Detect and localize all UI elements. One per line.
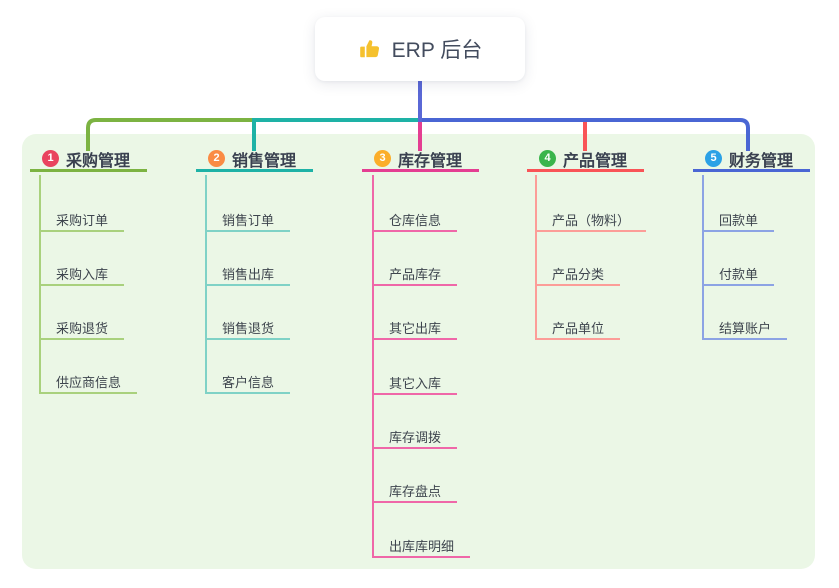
branch-node-inventory[interactable]: 3 库存管理: [362, 148, 479, 172]
child-node-stock-transfer[interactable]: 库存调拨: [372, 425, 458, 449]
child-node-purchase-order[interactable]: 采购订单: [39, 208, 125, 232]
child-node-purchase-inbound[interactable]: 采购入库: [39, 262, 125, 286]
branch-label: 采购管理: [66, 152, 131, 170]
branch-child-rail: [372, 175, 374, 556]
child-node-settlement-account[interactable]: 结算账户: [702, 316, 788, 340]
branch-label: 库存管理: [398, 152, 463, 170]
child-node-other-outbound[interactable]: 其它出库: [372, 316, 458, 340]
branch-label: 产品管理: [563, 152, 628, 170]
branch-child-rail: [205, 175, 207, 392]
child-node-payment-bill[interactable]: 付款单: [702, 262, 775, 286]
branch-node-purchase[interactable]: 1 采购管理: [30, 148, 147, 172]
root-node-label: ERP 后台: [391, 39, 483, 62]
child-node-product-category[interactable]: 产品分类: [535, 262, 621, 286]
branch-label: 销售管理: [232, 152, 297, 170]
branch-node-sales[interactable]: 2 销售管理: [196, 148, 313, 172]
thumbs-up-icon: [358, 37, 382, 61]
child-node-product-unit[interactable]: 产品单位: [535, 316, 621, 340]
branch-child-rail: [39, 175, 41, 392]
branch-child-rail: [535, 175, 537, 338]
child-node-sales-outbound[interactable]: 销售出库: [205, 262, 291, 286]
branch-label: 财务管理: [729, 152, 794, 170]
branch-node-product[interactable]: 4 产品管理: [527, 148, 644, 172]
child-node-stock-taking[interactable]: 库存盘点: [372, 479, 458, 503]
branch-number-badge: 3: [374, 150, 391, 167]
branch-number-badge: 2: [208, 150, 225, 167]
branches-background-panel: [22, 134, 815, 569]
child-node-product-material[interactable]: 产品（物料）: [535, 208, 647, 232]
child-node-purchase-return[interactable]: 采购退货: [39, 316, 125, 340]
child-node-warehouse-info[interactable]: 仓库信息: [372, 208, 458, 232]
child-node-product-stock[interactable]: 产品库存: [372, 262, 458, 286]
branch-number-badge: 1: [42, 150, 59, 167]
child-node-receipt-bill[interactable]: 回款单: [702, 208, 775, 232]
child-node-sales-return[interactable]: 销售退货: [205, 316, 291, 340]
child-node-customer-info[interactable]: 客户信息: [205, 370, 291, 394]
branch-node-finance[interactable]: 5 财务管理: [693, 148, 810, 172]
branch-child-rail: [702, 175, 704, 338]
child-node-inout-detail[interactable]: 出库库明细: [372, 534, 471, 558]
branch-number-badge: 4: [539, 150, 556, 167]
branch-number-badge: 5: [705, 150, 722, 167]
child-node-sales-order[interactable]: 销售订单: [205, 208, 291, 232]
child-node-supplier-info[interactable]: 供应商信息: [39, 370, 138, 394]
child-node-other-inbound[interactable]: 其它入库: [372, 371, 458, 395]
root-node-erp[interactable]: ERP 后台: [315, 17, 525, 81]
